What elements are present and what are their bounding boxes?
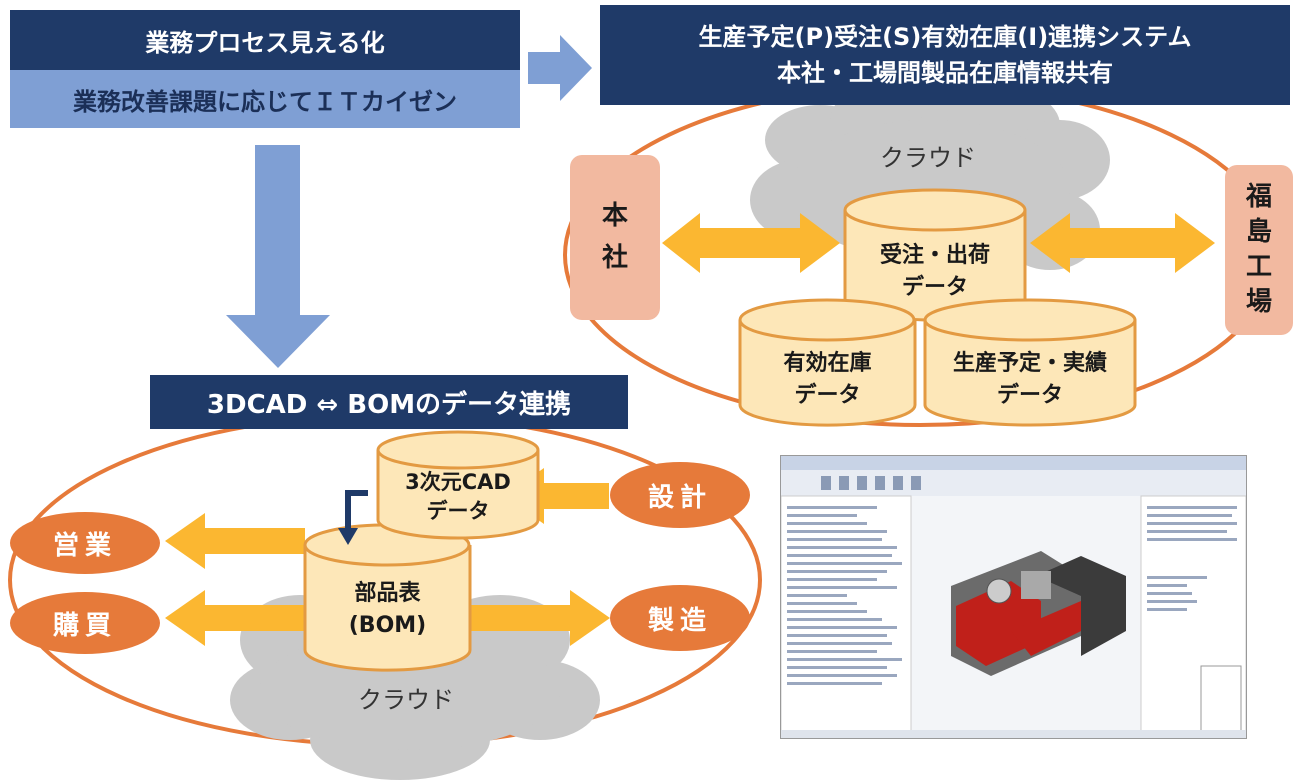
double-arrow-icon	[1030, 213, 1215, 273]
honsha-label: 本 社	[570, 155, 660, 320]
production-data-line: データ	[996, 382, 1063, 408]
stock-data-label: 有効在庫 データ	[740, 348, 915, 412]
it-kaizen-subtitle: 業務改善課題に応じてＩＴカイゼン	[10, 70, 520, 128]
orders-data-line: データ	[901, 274, 968, 300]
blue-right-arrow-icon	[528, 35, 592, 101]
inventory-sharing-title: 本社・工場間製品在庫情報共有	[777, 59, 1113, 87]
bom-data-line: 部品表	[354, 581, 421, 606]
sales-node: 営業	[10, 512, 160, 574]
psi-system-banner: 生産予定(P)受注(S)有効在庫(I)連携システム 本社・工場間製品在庫情報共有	[600, 5, 1290, 105]
design-node: 設計	[610, 462, 750, 528]
cad-data-line: データ	[426, 499, 490, 524]
honsha-char: 本	[601, 200, 628, 231]
stock-data-line: データ	[794, 382, 861, 408]
cylinder-icon	[738, 188, 1137, 427]
cad-data-line: 3次元CAD	[405, 470, 511, 494]
factory-char: 福	[1245, 181, 1272, 212]
cad-window-icon	[781, 456, 1246, 738]
bom-data-label: 部品表 (BOM)	[305, 578, 470, 642]
cylinder-icon	[303, 430, 540, 672]
elbow-arrow-icon	[345, 490, 368, 530]
double-arrow-icon	[165, 590, 305, 646]
cad-screenshot-image	[780, 455, 1247, 739]
manufacturing-node: 製造	[610, 585, 750, 651]
stock-data-line: 有効在庫	[783, 351, 872, 376]
production-data-line: 生産予定・実績	[952, 351, 1107, 376]
psi-system-title: 生産予定(P)受注(S)有効在庫(I)連携システム	[698, 23, 1192, 51]
honsha-char: 社	[601, 242, 628, 273]
purchase-node: 購買	[10, 592, 160, 654]
cloud-label-bottom: クラウド	[358, 686, 454, 714]
bom-data-line: (BOM)	[348, 612, 427, 638]
orders-data-line: 受注・出荷	[879, 243, 990, 268]
double-arrow-icon	[662, 213, 840, 273]
fukushima-factory-label: 福 島 工 場	[1225, 165, 1293, 335]
cad-bom-banner: 3DCAD ⇔ BOMのデータ連携	[150, 375, 628, 429]
factory-char: 工	[1245, 252, 1272, 282]
production-data-label: 生産予定・実績 データ	[925, 348, 1135, 412]
cad-data-label: 3次元CAD データ	[378, 468, 538, 527]
double-arrow-icon	[470, 590, 610, 646]
orders-data-label: 受注・出荷 データ	[845, 240, 1025, 304]
cloud-label-top: クラウド	[880, 144, 976, 172]
blue-down-arrow-icon	[226, 145, 330, 368]
factory-char: 場	[1245, 287, 1272, 318]
factory-char: 島	[1245, 216, 1272, 247]
elbow-arrowhead-icon	[338, 528, 358, 545]
double-arrow-icon	[165, 513, 305, 569]
process-visualization-title: 業務プロセス見える化	[10, 10, 520, 70]
